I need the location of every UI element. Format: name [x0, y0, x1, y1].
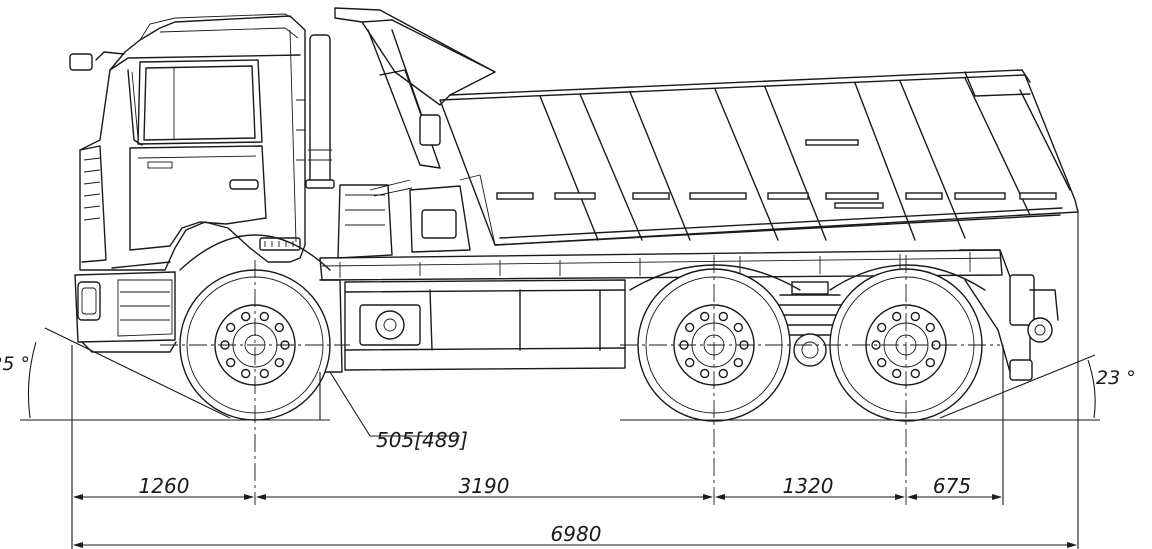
- lug-nut: [259, 368, 269, 379]
- hoist-structure: [337, 29, 496, 259]
- chassis: [319, 249, 1059, 381]
- lug-nut: [274, 322, 284, 333]
- front-bumper: [74, 271, 177, 353]
- lug-nut: [718, 368, 728, 379]
- lug-nut: [274, 357, 284, 368]
- lug-nut: [733, 357, 743, 368]
- lug-nut: [910, 311, 920, 322]
- intake-stack: [305, 34, 335, 189]
- dim-ground-clearance: 505[489]: [376, 428, 468, 452]
- dim-wheelbase-front: 3190: [459, 474, 510, 498]
- lug-nut: [877, 357, 887, 368]
- lug-nut: [718, 311, 728, 322]
- dim-overall-length: 6980: [551, 522, 602, 546]
- wheel-lug-nuts: [220, 311, 941, 379]
- dim-rear-overhang: 675: [933, 474, 971, 498]
- cab: [69, 13, 306, 271]
- lug-nut: [733, 322, 743, 333]
- dim-wheelbase-rear: 1320: [783, 474, 834, 498]
- dump-body: [334, 7, 1079, 246]
- lug-nut: [877, 322, 887, 333]
- lug-nut: [700, 368, 710, 379]
- lug-nut: [892, 368, 902, 379]
- lug-nut: [685, 357, 695, 368]
- dimension-lines: [73, 494, 1077, 548]
- fenders: [179, 234, 986, 291]
- lug-nut: [225, 322, 236, 333]
- lug-nut: [700, 311, 710, 322]
- lug-nut: [925, 322, 935, 333]
- lug-nut: [925, 357, 935, 368]
- lug-nut: [910, 368, 920, 379]
- dim-front-overhang: 1260: [139, 474, 190, 498]
- ground-clearance-leader: [319, 371, 460, 437]
- lug-nut: [240, 368, 251, 379]
- lug-nut: [259, 311, 269, 322]
- lug-nut: [892, 311, 902, 322]
- lug-nut: [685, 322, 695, 333]
- lug-nut: [240, 311, 251, 322]
- extension-lines: [71, 210, 1079, 549]
- axle-center-lines: [160, 255, 1000, 505]
- departure-angle: 23 °: [1096, 367, 1136, 389]
- lug-nut: [225, 357, 236, 368]
- approach-angle: 25 °: [0, 353, 30, 375]
